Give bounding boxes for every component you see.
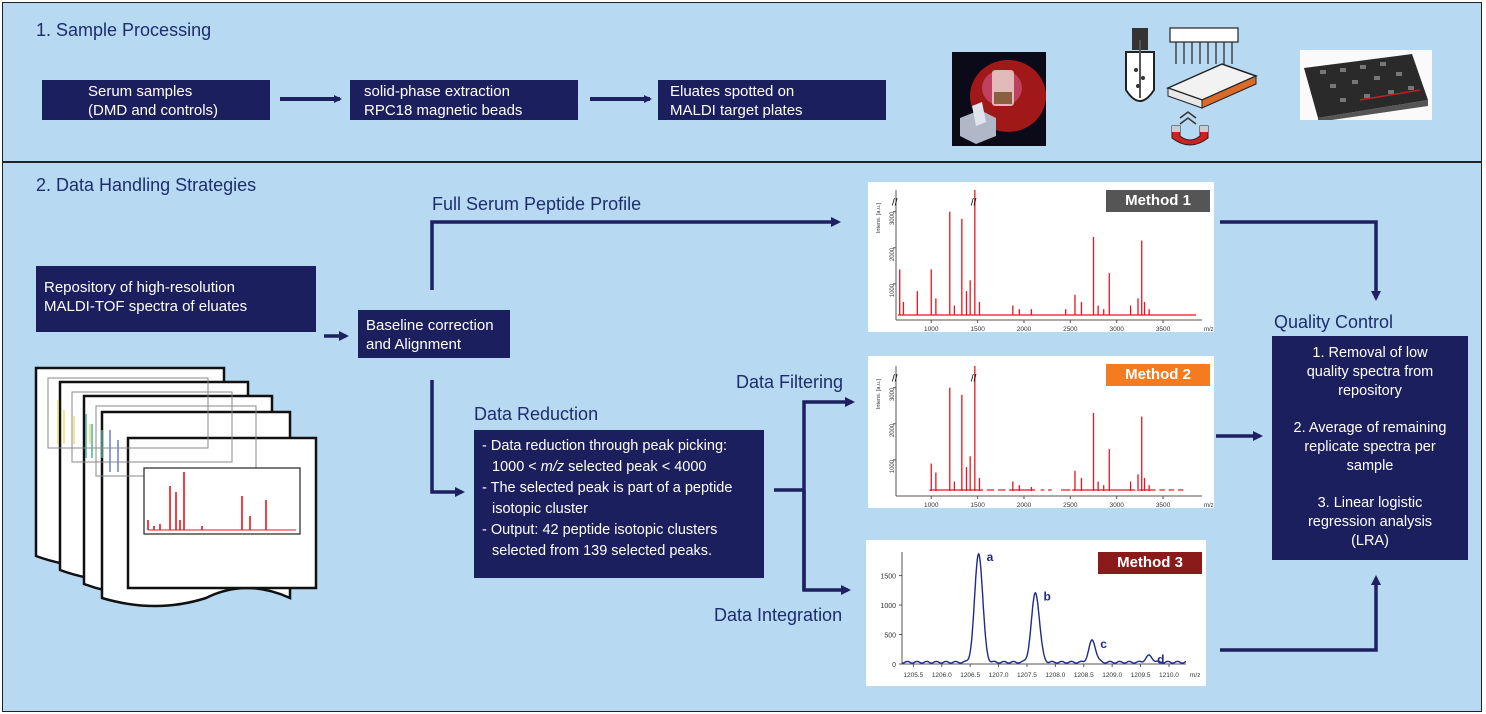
x-tick-label: 2000 [1017, 502, 1032, 508]
y-tick-label: 500 [884, 633, 896, 640]
peak-label-c: c [1100, 637, 1107, 651]
x-tick-label: 1500 [970, 326, 985, 332]
peak-label-a: a [987, 550, 994, 564]
reduction-line-5: - Output: 42 peptide isotopic clusters [482, 522, 718, 538]
qc-item-3: 3. Linear logistic regression analysis (… [1307, 495, 1433, 549]
section1-title: 1. Sample Processing [36, 20, 212, 40]
qc-item-2: 2. Average of remaining replicate spectr… [1293, 420, 1447, 474]
step-eluates-spotted: Eluates spotted on MALDI target plates [658, 80, 886, 120]
x-tick-label: 2500 [1063, 502, 1078, 508]
x-tick-label: 1208.0 [1045, 672, 1065, 679]
x-tick-label: 3500 [1156, 326, 1171, 332]
x-tick-label: 1208.5 [1074, 672, 1094, 679]
repository-box: Repository of high-resolution MALDI-TOF … [36, 266, 316, 332]
y-tick-label: 2000 [890, 423, 896, 437]
section2-title: 2. Data Handling Strategies [36, 175, 257, 195]
y-tick-label: 3000 [890, 211, 896, 225]
y-tick-label: 1000 [880, 603, 896, 610]
peak-break-mark: // [971, 374, 977, 385]
peak-label-d: d [1157, 653, 1164, 667]
x-tick-label: 1207.5 [1017, 672, 1037, 679]
step3-line1: Eluates spotted on [670, 83, 795, 100]
x-tick-label: 1205.5 [903, 672, 923, 679]
x-tick-label: 1000 [924, 502, 939, 508]
axis-break-mark: // [892, 374, 898, 385]
baseline-line1: Baseline correction [366, 317, 494, 334]
y-axis-label: Intens. [a.u.] [876, 202, 882, 233]
data-reduction-label: Data Reduction [474, 404, 599, 424]
x-tick-label: 1000 [924, 326, 939, 332]
baseline-correction-box: Baseline correction and Alignment [358, 310, 510, 358]
y-tick-label: 1500 [880, 574, 896, 581]
y-tick-label: 1000 [890, 283, 896, 297]
reduction-line-4: isotopic cluster [492, 501, 588, 517]
maldi-target-plate-image [1300, 50, 1432, 120]
repository-line2: MALDI-TOF spectra of eluates [44, 298, 248, 315]
step-serum-samples: Serum samples (DMD and controls) [42, 80, 270, 120]
baseline-line2: and Alignment [366, 336, 462, 353]
axis-break-mark: // [892, 198, 898, 209]
x-tick-label: 1209.5 [1131, 672, 1151, 679]
x-tick-label: 2000 [1017, 326, 1032, 332]
x-tick-label: 1500 [970, 502, 985, 508]
y-tick-label: 2000 [890, 247, 896, 261]
repository-line1: Repository of high-resolution [44, 279, 235, 296]
x-tick-label: 3500 [1156, 502, 1171, 508]
y-tick-label: 1000 [890, 459, 896, 473]
x-tick-label: 1206.5 [960, 672, 980, 679]
step2-line2: RPC18 magnetic beads [364, 102, 523, 119]
method3-badge: Method 3 [1098, 552, 1202, 574]
method1-badge: Method 1 [1106, 190, 1210, 212]
step1-line1: Serum samples [88, 83, 193, 100]
qc-item-1: 1. Removal of low quality spectra from r… [1306, 345, 1434, 399]
reduction-line-1: - Data reduction through peak picking: [482, 438, 728, 454]
full-serum-profile-label: Full Serum Peptide Profile [432, 194, 642, 214]
method2-spectrum-chart: // // 1000 2000 3000 1000 1500 2000 2500 3000 3500… [868, 356, 1214, 508]
method3-isotopic-chart: a b c d 0 500 1000 1500 1205.5 1206.0 1206.5 1207.0… [866, 540, 1206, 686]
x-tick-label: 1207.0 [989, 672, 1009, 679]
y-tick-label: 3000 [890, 387, 896, 401]
x-tick-label: 2500 [1063, 326, 1078, 332]
y-tick-label: 0 [892, 662, 896, 669]
quality-control-box: 1. Removal of low quality spectra from r… [1272, 336, 1468, 560]
quality-control-title: Quality Control [1274, 312, 1394, 332]
serum-vial-image [952, 52, 1046, 146]
step-solid-phase-extraction: solid-phase extraction RPC18 magnetic be… [350, 80, 578, 120]
x-tick-label: 1206.0 [932, 672, 952, 679]
process-arrows [280, 95, 652, 103]
reduction-line-2: 1000 < m/z selected peak < 4000 [492, 459, 707, 475]
x-tick-label: 3000 [1109, 502, 1124, 508]
method2-badge: Method 2 [1106, 364, 1210, 386]
magnetic-beads-illustration [1125, 27, 1259, 146]
x-axis-label: m/z [1204, 327, 1214, 332]
spectra-stack-illustration [34, 366, 318, 608]
reduction-line-6: selected from 139 selected peaks. [492, 543, 713, 559]
y-axis-label: Intens. [a.u.] [876, 378, 882, 409]
method1-spectrum-chart: // // 1000 2000 3000 1000 1500 2000 2500 3000 3500… [868, 182, 1214, 332]
isotopic-cluster-trace [902, 552, 1187, 664]
x-tick-label: 1209.0 [1102, 672, 1122, 679]
step1-line2: (DMD and controls) [88, 102, 219, 119]
peak-break-mark: // [971, 198, 977, 209]
data-reduction-box: - Data reduction through peak picking: 1… [474, 430, 764, 578]
x-tick-label: 3000 [1109, 326, 1124, 332]
reduction-line-3: - The selected peak is part of a peptide [482, 480, 733, 496]
step2-line1: solid-phase extraction [364, 83, 510, 100]
x-axis-label: m/z [1190, 672, 1200, 679]
step3-line2: MALDI target plates [670, 102, 803, 119]
x-tick-label: 1210.0 [1159, 672, 1179, 679]
peak-label-b: b [1043, 589, 1050, 603]
data-filtering-label: Data Filtering [736, 372, 844, 392]
data-integration-label: Data Integration [714, 605, 843, 625]
x-axis-label: m/z [1204, 503, 1214, 508]
